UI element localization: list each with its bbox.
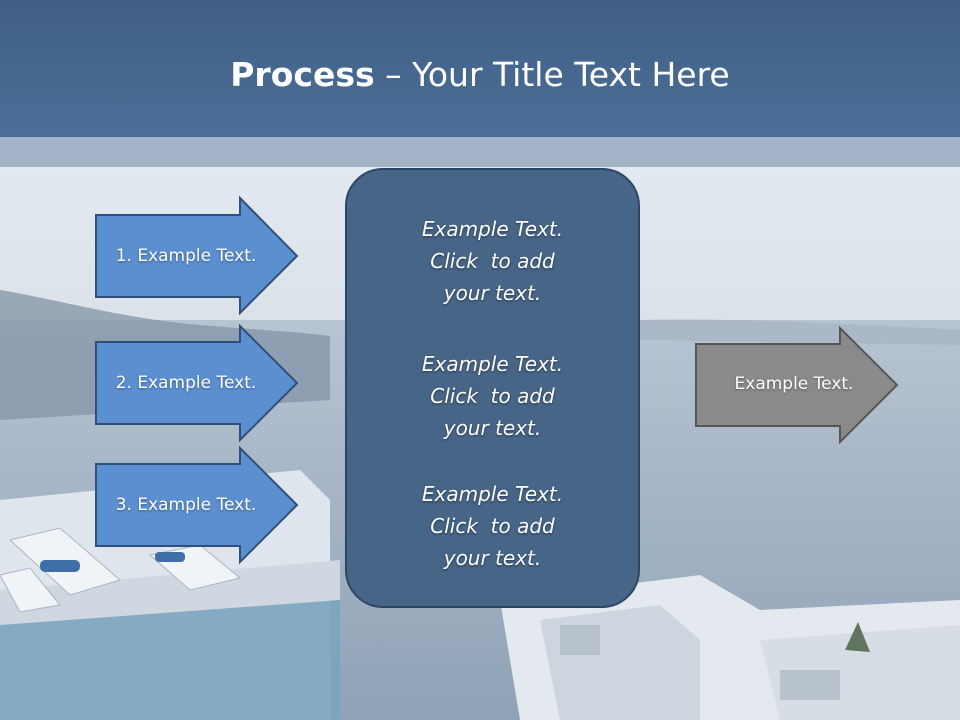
slide-title: Process – Your Title Text Here (0, 52, 960, 98)
center-block-3-line1: Example Text. (421, 482, 564, 506)
arrow-shape-2[interactable] (95, 323, 299, 443)
arrow-label-2: 2. Example Text. (115, 373, 257, 393)
center-block-2-line2: Click to add (430, 384, 555, 408)
center-block-2-line3: your text. (443, 416, 542, 440)
title-rest: – Your Title Text Here (374, 55, 730, 94)
center-block-2-line1: Example Text. (421, 352, 564, 376)
center-block-3-line2: Click to add (430, 514, 555, 538)
title-band (0, 137, 960, 167)
center-block-1-line1: Example Text. (421, 217, 564, 241)
center-text-box[interactable] (345, 168, 640, 608)
center-block-2: Example Text. Click to add your text. (345, 348, 640, 444)
arrow-shape-1[interactable] (95, 195, 299, 316)
title-bar (0, 0, 960, 137)
center-block-1: Example Text. Click to add your text. (345, 213, 640, 309)
arrow-label-3: 3. Example Text. (115, 495, 257, 515)
arrow-label-1: 1. Example Text. (115, 246, 257, 266)
title-bold: Process (230, 55, 375, 94)
center-block-1-line3: your text. (443, 281, 542, 305)
center-block-1-line2: Click to add (430, 249, 555, 273)
center-block-3: Example Text. Click to add your text. (345, 478, 640, 574)
right-arrow-label: Example Text. (734, 374, 854, 394)
arrow-shape-3[interactable] (95, 445, 299, 565)
center-block-3-line3: your text. (443, 546, 542, 570)
arrow-shape-right[interactable] (695, 325, 899, 445)
